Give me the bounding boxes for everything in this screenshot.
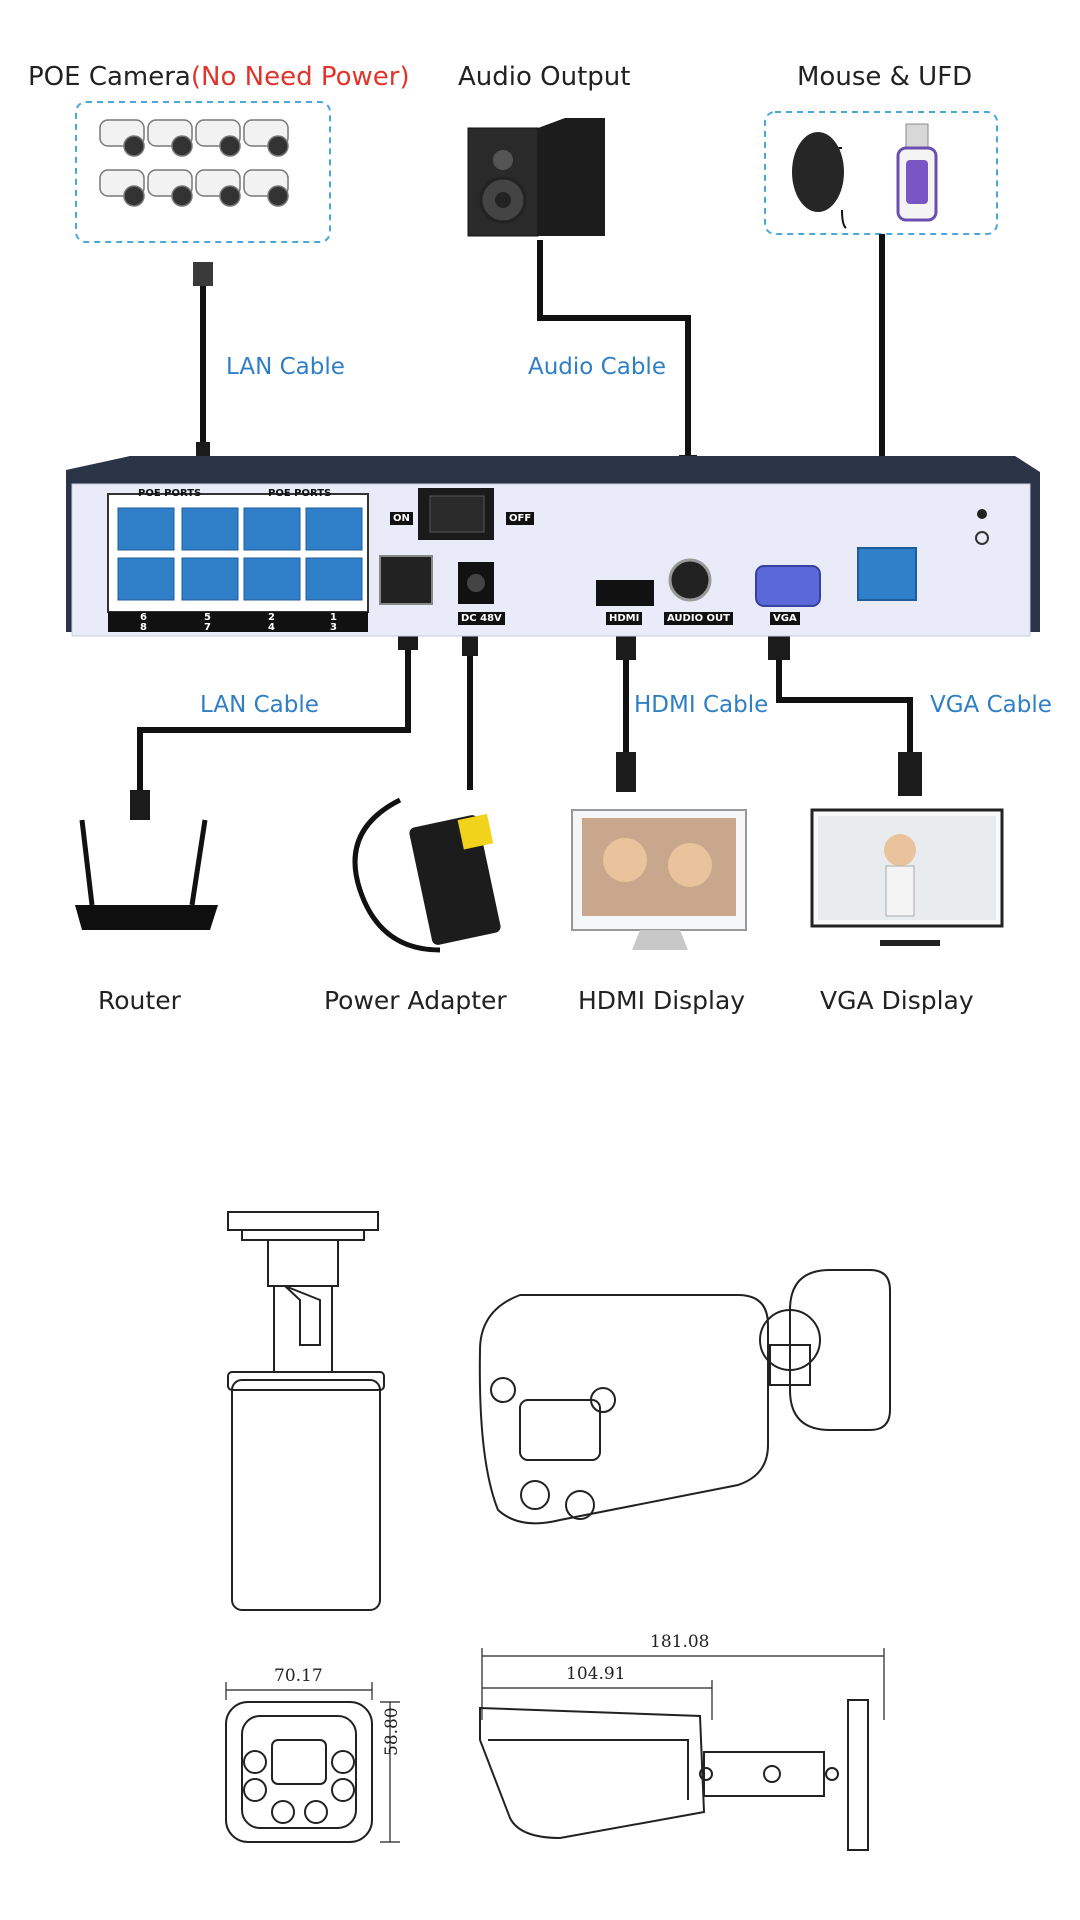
port-number-7: 7 <box>204 622 211 633</box>
hdmi-port-label: HDMI <box>606 612 643 625</box>
audio-output-label: Audio Output <box>458 62 631 92</box>
switch-off-label: OFF <box>506 512 535 525</box>
usb-drive-icon <box>896 123 938 222</box>
poe-camera-text: POE Camera <box>28 62 191 92</box>
vga-port-label: VGA <box>770 612 800 625</box>
dimension-lines <box>225 1648 885 1843</box>
camera-group-box <box>75 101 331 243</box>
hdmi-cable-label: HDMI Cable <box>634 692 769 718</box>
port-number-8: 8 <box>140 622 147 633</box>
port-number-1: 1 <box>330 612 337 623</box>
port-number-2: 2 <box>268 612 275 623</box>
dc-port-label: DC 48V <box>458 612 505 625</box>
audio-out-port-label: AUDIO OUT <box>664 612 733 625</box>
vga-cable-label: VGA Cable <box>930 692 1052 718</box>
dimension-total-length: 181.08 <box>650 1632 710 1652</box>
power-adapter-icon <box>352 797 501 953</box>
port-number-5: 5 <box>204 612 211 623</box>
no-need-power-text: (No Need Power) <box>190 62 410 92</box>
port-number-6: 6 <box>140 612 147 623</box>
mouse-ufd-label: Mouse & UFD <box>797 62 973 92</box>
camera-drawings <box>225 1211 891 1851</box>
port-number-4: 4 <box>268 622 275 633</box>
dimension-height: 58.80 <box>382 1707 402 1756</box>
hdmi-display-label: HDMI Display <box>578 986 746 1015</box>
nvr-recorder <box>66 456 1040 637</box>
dimension-body-length: 104.91 <box>566 1664 626 1684</box>
power-adapter-label: Power Adapter <box>324 986 507 1015</box>
lan-cable-label-bottom: LAN Cable <box>200 692 319 718</box>
audio-cable-label: Audio Cable <box>528 354 666 380</box>
poe-camera-label: POE Camera(No Need Power) <box>28 62 410 92</box>
lan-cable-label-top: LAN Cable <box>226 354 345 380</box>
dimension-width: 70.17 <box>274 1666 323 1686</box>
vga-display-label: VGA Display <box>820 986 974 1015</box>
router-icon <box>75 819 218 930</box>
hdmi-display-icon <box>571 809 747 950</box>
poe-ports-right-label: POE PORTS <box>268 488 332 499</box>
mouse-icon <box>792 132 847 229</box>
speaker-icon <box>467 118 605 237</box>
poe-cameras-icon <box>99 119 289 207</box>
switch-on-label: ON <box>390 512 413 525</box>
router-label: Router <box>98 986 181 1015</box>
poe-ports-left-label: POE PORTS <box>138 488 202 499</box>
port-number-3: 3 <box>330 622 337 633</box>
vga-display-icon <box>810 808 1004 946</box>
